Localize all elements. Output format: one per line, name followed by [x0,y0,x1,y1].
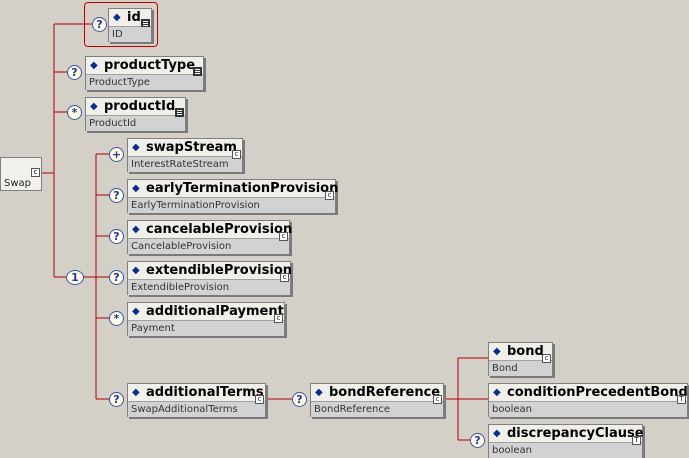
diamond-icon: ◆ [90,60,98,71]
element-bondReference[interactable]: ◆ bondReference BondReference c [310,383,444,417]
asterisk-badge-icon: * [67,105,82,120]
diamond-icon: ◆ [493,428,501,439]
element-name: conditionPrecedentBond [507,385,688,400]
diamond-icon: ◆ [113,12,121,23]
question-badge-icon: ? [292,392,307,407]
complex-type-marker: c [232,150,241,159]
element-type: boolean [489,401,687,417]
question-badge-icon: ? [109,188,124,203]
element-name: additionalPayment [146,304,284,319]
element-additionalTerms[interactable]: ◆ additionalTerms SwapAdditionalTerms c [127,383,266,417]
question-badge-icon: ? [67,65,82,80]
element-name: additionalTerms [146,385,264,400]
diamond-icon: ◆ [132,142,140,153]
question-badge-icon: ? [92,17,107,32]
element-type: Payment [128,320,284,336]
plus-badge-icon: + [109,147,124,162]
element-type: InterestRateStream [128,156,242,172]
diamond-icon: ◆ [132,306,140,317]
diamond-icon: ◆ [132,224,140,235]
element-name: discrepancyClause [507,426,644,441]
root-element-swap[interactable]: c Swap [0,157,42,191]
element-name: bond [507,344,544,359]
list-content-icon [193,67,202,76]
question-badge-icon: ? [470,433,485,448]
element-type: ProductType [86,74,203,90]
diamond-icon: ◆ [132,387,140,398]
element-discrepancyClause[interactable]: ◆ discrepancyClause boolean T [488,424,644,458]
element-type: SwapAdditionalTerms [128,401,265,417]
element-conditionPrecedentBond[interactable]: ◆ conditionPrecedentBond boolean T [488,383,688,417]
element-additionalPayment[interactable]: ◆ additionalPayment Payment c [127,302,285,336]
simple-content-icon [141,19,150,27]
element-type: CancelableProvision [128,238,289,254]
diamond-icon: ◆ [90,101,98,112]
element-name: earlyTerminationProvision [146,181,339,196]
element-name: swapStream [146,140,237,155]
list-content-icon [175,108,184,117]
element-productType[interactable]: ◆ productType ProductType [85,56,204,90]
complex-type-marker: c [31,168,40,177]
complex-type-marker: c [325,191,334,200]
element-id[interactable]: ◆ id ID [108,8,152,42]
diamond-icon: ◆ [132,183,140,194]
complex-type-marker: c [433,395,442,404]
diamond-icon: ◆ [493,346,501,357]
root-label: Swap [4,178,32,189]
simple-type-marker: T [632,436,641,445]
element-extendibleProvision[interactable]: ◆ extendibleProvision ExtendibleProvision… [127,261,293,295]
element-type: ProductId [86,115,185,131]
element-name: id [127,10,141,25]
complex-type-marker: c [542,354,551,363]
element-name: productId [104,99,176,114]
complex-type-marker: c [274,314,283,323]
complex-type-marker: c [255,395,264,404]
diamond-icon: ◆ [493,387,501,398]
element-type: BondReference [311,401,443,417]
question-badge-icon: ? [109,229,124,244]
diamond-icon: ◆ [132,265,140,276]
asterisk-badge-icon: * [109,311,124,326]
element-earlyTerminationProvision[interactable]: ◆ earlyTerminationProvision EarlyTerminat… [127,179,339,213]
element-type: boolean [489,442,642,458]
selection-highlight [84,2,158,47]
element-type: Bond [489,360,552,376]
element-type: ID [109,26,151,42]
element-type: EarlyTerminationProvision [128,197,335,213]
question-badge-icon: ? [109,270,124,285]
question-badge-icon: ? [109,392,124,407]
element-type: ExtendibleProvision [128,279,290,295]
simple-type-marker: T [677,395,686,404]
complex-type-marker: c [279,232,288,241]
element-bond[interactable]: ◆ bond Bond c [488,342,553,376]
choice-badge: 1 [66,270,84,285]
element-name: productType [104,58,196,73]
element-name: cancelableProvision [146,222,293,237]
diamond-icon: ◆ [315,387,323,398]
element-cancelableProvision[interactable]: ◆ cancelableProvision CancelableProvision… [127,220,293,254]
complex-type-marker: c [280,273,289,282]
element-name: bondReference [329,385,441,400]
element-productId[interactable]: ◆ productId ProductId [85,97,186,131]
element-swapStream[interactable]: ◆ swapStream InterestRateStream c [127,138,243,172]
element-name: extendibleProvision [146,263,293,278]
